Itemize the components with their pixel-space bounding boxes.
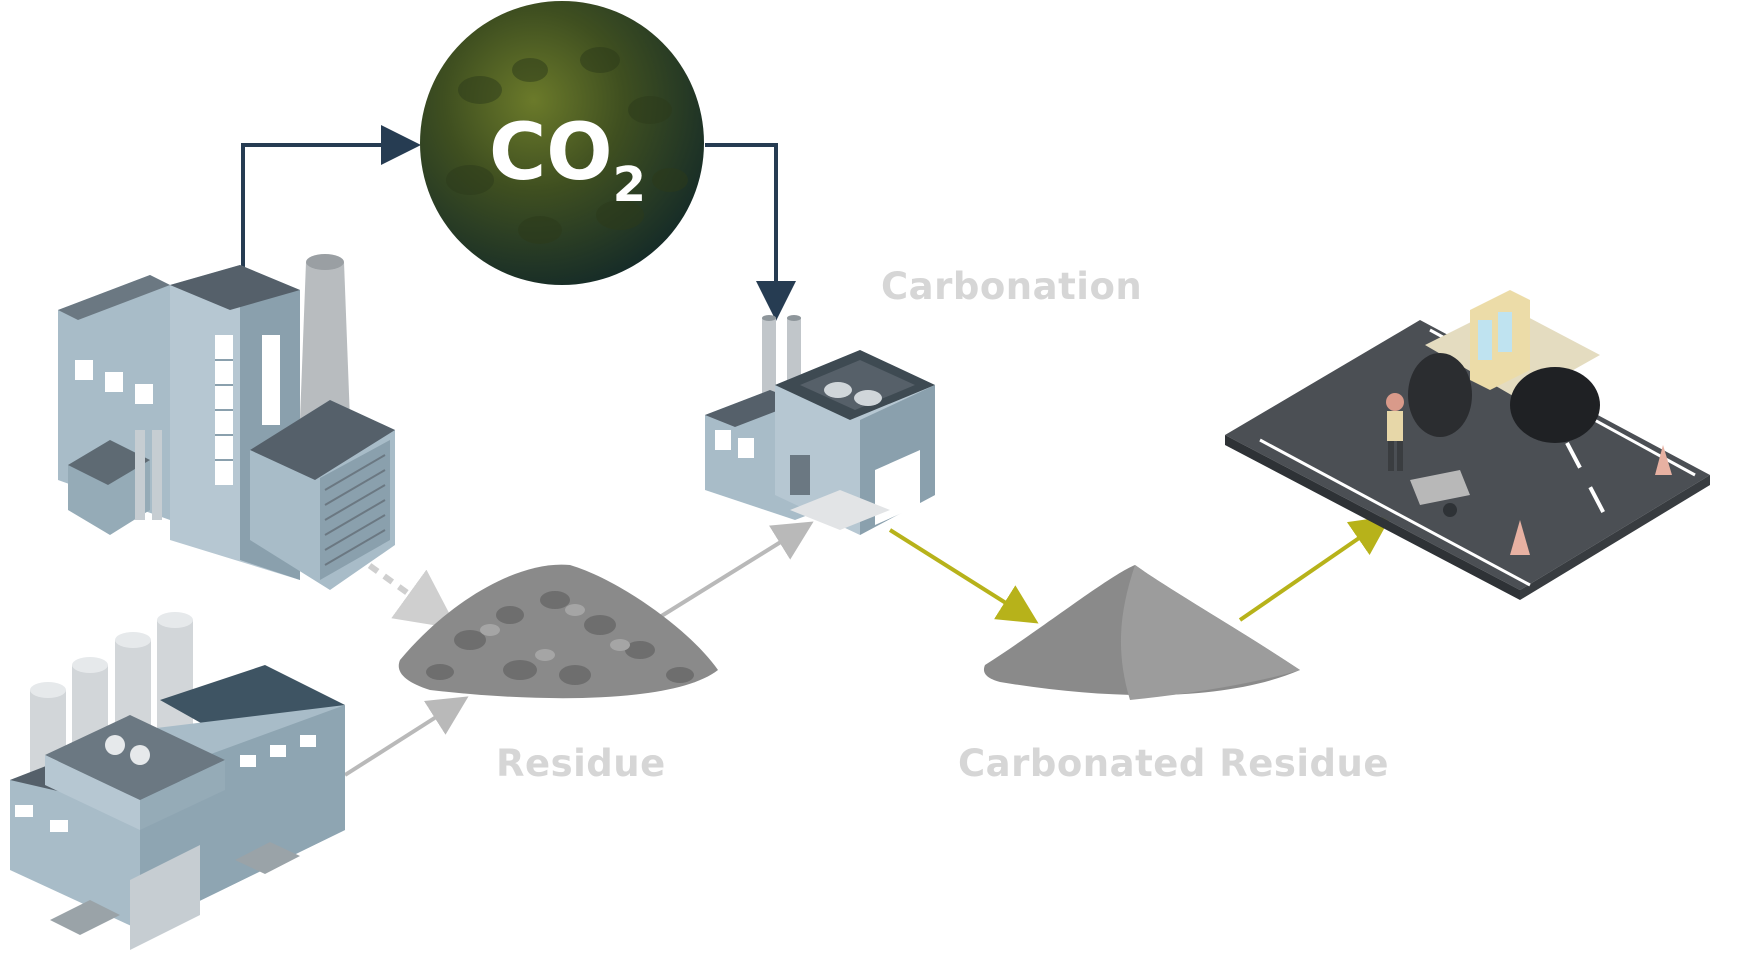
residue-label: Residue [496, 742, 666, 785]
carbonation-plant-icon [705, 315, 935, 535]
co2-label: CO2 [489, 108, 646, 213]
carbonated-residue-pile-icon [984, 565, 1300, 700]
factory-icon [58, 254, 395, 590]
road-construction-icon [1225, 0, 1710, 600]
carbonation-label: Carbonation [881, 265, 1142, 308]
residue-pile-icon [399, 565, 718, 699]
industrial-plant-icon [10, 612, 345, 950]
carbonated-residue-label: Carbonated Residue [958, 742, 1389, 785]
